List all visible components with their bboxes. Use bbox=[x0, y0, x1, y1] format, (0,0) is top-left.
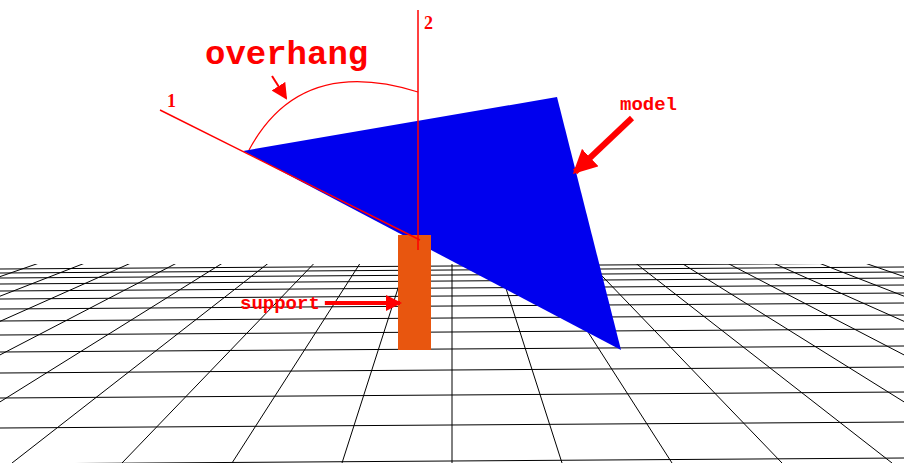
callout-number: 1 bbox=[167, 92, 176, 110]
grid-line bbox=[0, 264, 452, 463]
line-2 bbox=[417, 10, 419, 250]
grid-line bbox=[232, 264, 452, 463]
floor-grid bbox=[0, 264, 904, 463]
grid-line bbox=[0, 264, 452, 463]
support-column bbox=[398, 235, 431, 350]
grid-line bbox=[0, 264, 452, 463]
grid-line bbox=[0, 264, 452, 463]
model-arrow bbox=[575, 118, 632, 172]
angle-arc bbox=[249, 82, 418, 150]
support-arrow bbox=[325, 301, 400, 305]
overhang-arrow bbox=[272, 76, 286, 98]
grid-line bbox=[0, 264, 452, 463]
grid-line bbox=[0, 264, 452, 463]
grid-line bbox=[0, 264, 452, 463]
grid-line bbox=[342, 264, 452, 463]
support-label: support bbox=[240, 295, 320, 314]
grid-line bbox=[12, 264, 452, 463]
grid-line bbox=[0, 264, 452, 463]
grid-line bbox=[0, 264, 452, 463]
callout-number: 2 bbox=[424, 14, 433, 32]
grid-line bbox=[0, 264, 452, 463]
overhang-label: overhang bbox=[205, 38, 368, 72]
model-label: model bbox=[620, 96, 677, 115]
grid-line bbox=[122, 264, 452, 463]
grid-line bbox=[452, 264, 453, 463]
grid-line bbox=[452, 264, 782, 463]
line-1 bbox=[160, 110, 420, 240]
